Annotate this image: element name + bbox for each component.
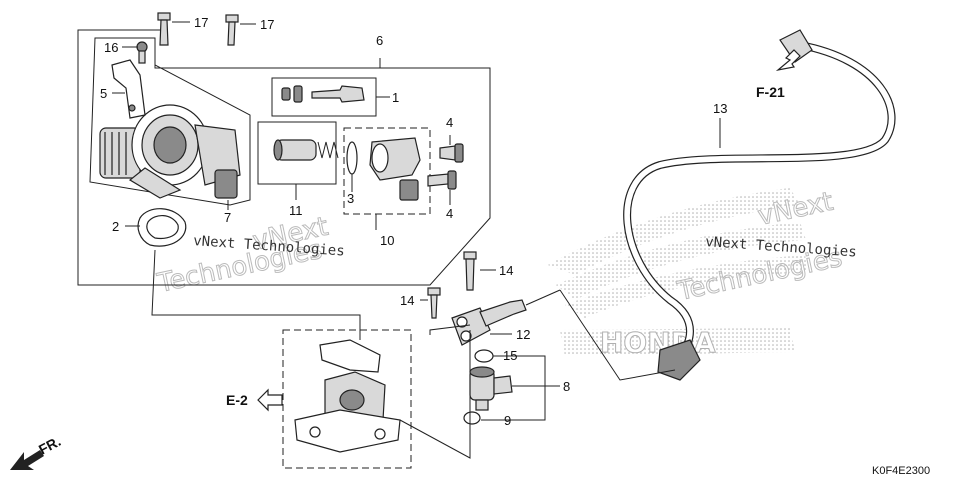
screw-4a bbox=[439, 143, 464, 163]
callout-16: 16 bbox=[104, 40, 118, 55]
part-11 bbox=[273, 139, 339, 161]
callout-10: 10 bbox=[380, 233, 394, 248]
callout-2: 2 bbox=[112, 219, 119, 234]
front-indicator: FR. bbox=[10, 433, 63, 470]
callout-4b: 4 bbox=[446, 206, 453, 221]
callout-14b: 14 bbox=[400, 293, 414, 308]
front-arrow-icon bbox=[10, 450, 44, 470]
arrow-left-icon bbox=[257, 388, 283, 412]
callout-3: 3 bbox=[347, 191, 354, 206]
box-10 bbox=[343, 127, 431, 215]
sensor-10 bbox=[369, 137, 421, 201]
screw-4b bbox=[427, 170, 457, 190]
callout-13: 13 bbox=[713, 101, 727, 116]
callout-1: 1 bbox=[392, 90, 399, 105]
callout-6: 6 bbox=[376, 33, 383, 48]
diagram-code: K0F4E2300 bbox=[872, 465, 930, 477]
reference-f21: F-21 bbox=[756, 49, 801, 100]
fuel-hose-13 bbox=[623, 29, 896, 381]
callout-4a: 4 bbox=[446, 115, 453, 130]
callout-7: 7 bbox=[224, 210, 231, 225]
throttle-body bbox=[89, 37, 251, 206]
bolt-17a bbox=[157, 12, 171, 46]
screw-16 bbox=[136, 41, 148, 64]
bolt-14b bbox=[427, 287, 441, 319]
washer-9 bbox=[463, 411, 481, 425]
o-ring-15 bbox=[474, 349, 494, 363]
callout-9: 9 bbox=[504, 413, 511, 428]
callout-8: 8 bbox=[563, 379, 570, 394]
bolt-17b bbox=[225, 14, 239, 46]
callout-15: 15 bbox=[503, 348, 517, 363]
svg-text:HONDA: HONDA bbox=[600, 326, 716, 359]
box-11 bbox=[257, 121, 337, 185]
box-e2 bbox=[282, 329, 412, 469]
callout-5: 5 bbox=[100, 86, 107, 101]
bracket-5 bbox=[111, 59, 146, 119]
reference-e2-label: E-2 bbox=[226, 392, 248, 408]
callout-11: 11 bbox=[289, 203, 303, 218]
manifold-e2 bbox=[294, 339, 401, 453]
reference-f21-label: F-21 bbox=[756, 84, 785, 100]
injector-8 bbox=[469, 366, 513, 411]
callout-12: 12 bbox=[516, 327, 530, 342]
bolt-14a bbox=[463, 251, 477, 291]
callout-17a: 17 bbox=[194, 15, 208, 30]
leader-lines bbox=[112, 21, 721, 459]
reference-e2: E-2 bbox=[226, 388, 283, 412]
o-ring-3 bbox=[346, 141, 358, 175]
part-1 bbox=[281, 85, 365, 103]
callout-14a: 14 bbox=[499, 263, 513, 278]
assembly-box-6 bbox=[77, 29, 491, 286]
fitting-12 bbox=[451, 289, 561, 346]
arrow-down-icon bbox=[775, 49, 801, 72]
callout-17b: 17 bbox=[260, 17, 274, 32]
